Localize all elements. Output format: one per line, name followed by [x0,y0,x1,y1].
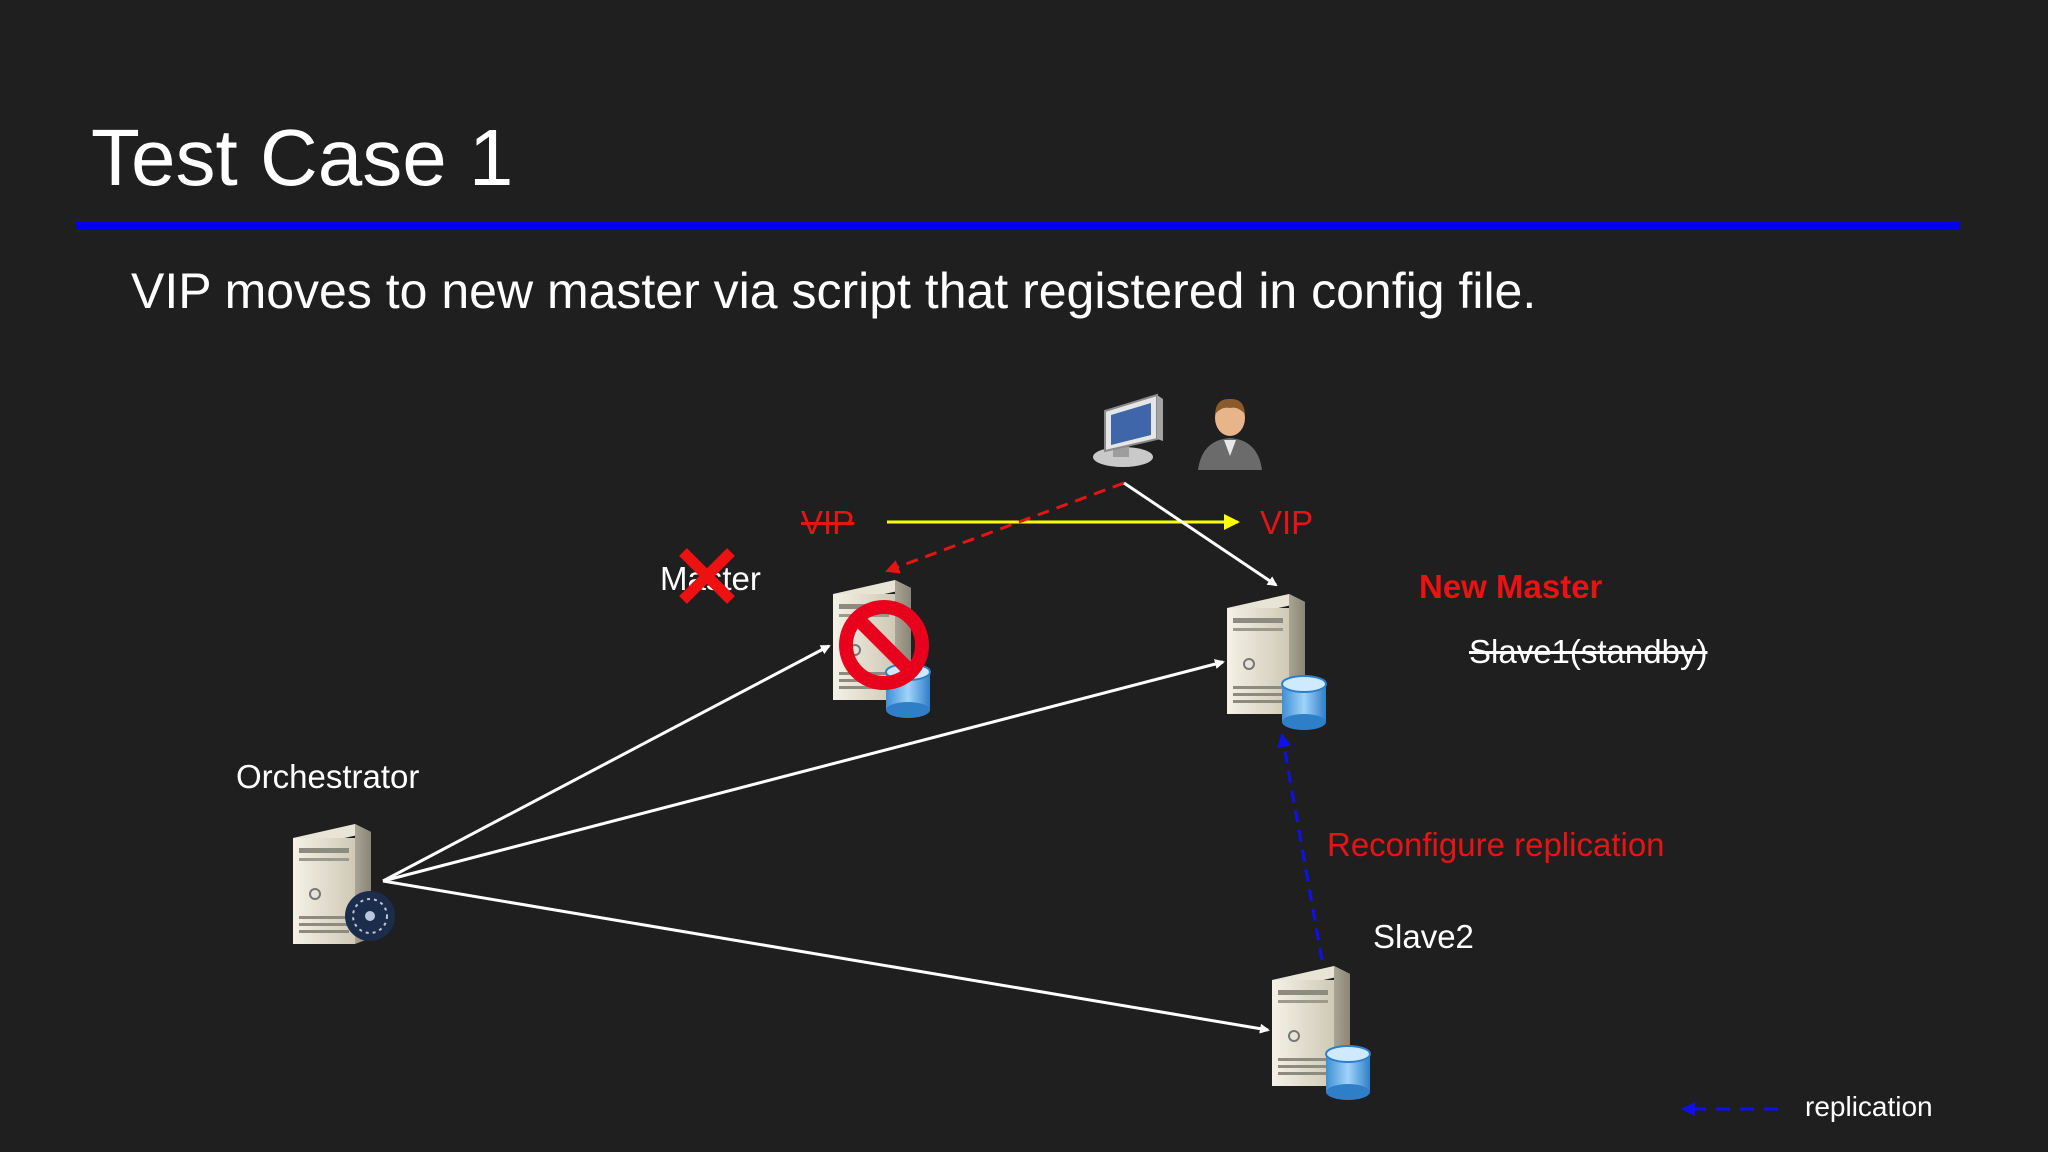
old-vip-label: VIP [801,504,855,541]
slide-subtitle: VIP moves to new master via script that … [131,263,1537,319]
orchestrator-to-master-arrow [382,644,831,883]
title-underline [76,222,1960,230]
reconfigure-replication-label: Reconfigure replication [1327,826,1665,863]
slave2-label: Slave2 [1373,918,1474,955]
client-to-new-master-arrow [1123,481,1278,587]
computer-icon [1093,393,1163,467]
slide-title: Test Case 1 [91,113,514,202]
database-icon [1281,675,1327,731]
new-vip-label: VIP [1260,504,1314,541]
new-master-label: New Master [1419,568,1603,605]
replication-arrow [1277,733,1324,961]
orchestrator-to-slave2-arrow [382,879,1270,1034]
slave1-label: Slave1(standby) [1469,633,1708,670]
legend-replication-label: replication [1805,1091,1933,1122]
client-to-old-master-arrow [885,481,1125,574]
master-label: Master [660,560,761,597]
database-icon [1325,1045,1371,1101]
user-icon [1198,398,1262,470]
orchestrator-label: Orchestrator [236,758,420,795]
orchestrator-badge-icon [345,891,395,941]
orchestrator-to-slave1-arrow [382,659,1225,883]
blocked-icon [839,600,929,690]
